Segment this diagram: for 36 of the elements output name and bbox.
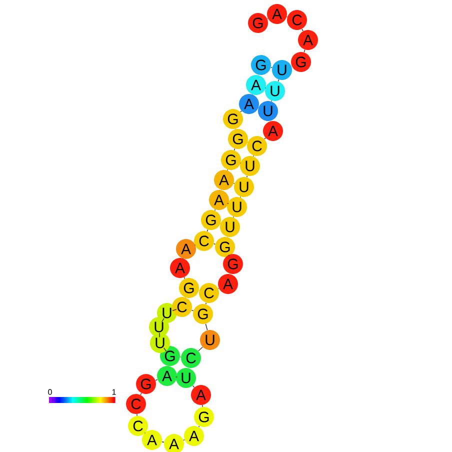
backbone-line (278, 79, 280, 82)
backbone-line (198, 426, 200, 428)
backbone-line (162, 318, 164, 322)
backbone-line (172, 308, 177, 312)
backbone-line (240, 110, 242, 112)
backbone-line (191, 310, 194, 312)
scale-label: 0 (48, 389, 52, 395)
backbone-line (227, 202, 229, 204)
scale-label: 1 (112, 389, 116, 395)
backbone-line (155, 379, 158, 381)
backbone-line (158, 332, 160, 338)
node-label: U (156, 338, 164, 348)
backbone-line (202, 404, 204, 408)
backbone-line (213, 243, 216, 245)
backbone-line (136, 414, 138, 416)
backbone-line (175, 376, 178, 378)
backbone-line (302, 28, 304, 32)
backbone-line (162, 441, 164, 443)
backbone-line (304, 49, 306, 53)
backbone-line (163, 348, 167, 352)
backbone-line (214, 209, 216, 211)
backbone-line (234, 148, 236, 151)
backbone-line (206, 229, 208, 232)
node-label: U (162, 308, 172, 318)
backbone-line (205, 302, 207, 305)
backbone-line (198, 346, 203, 352)
backbone-line (184, 276, 186, 280)
backbone-line (228, 254, 230, 257)
backbone-line (264, 138, 266, 140)
backbone-line (192, 385, 195, 388)
backbone-line (205, 323, 208, 331)
backbone-line (140, 392, 142, 396)
node-label: U (154, 322, 164, 332)
backbone-line (246, 175, 248, 178)
backbone-line (270, 66, 272, 68)
backbone-line (183, 439, 185, 441)
